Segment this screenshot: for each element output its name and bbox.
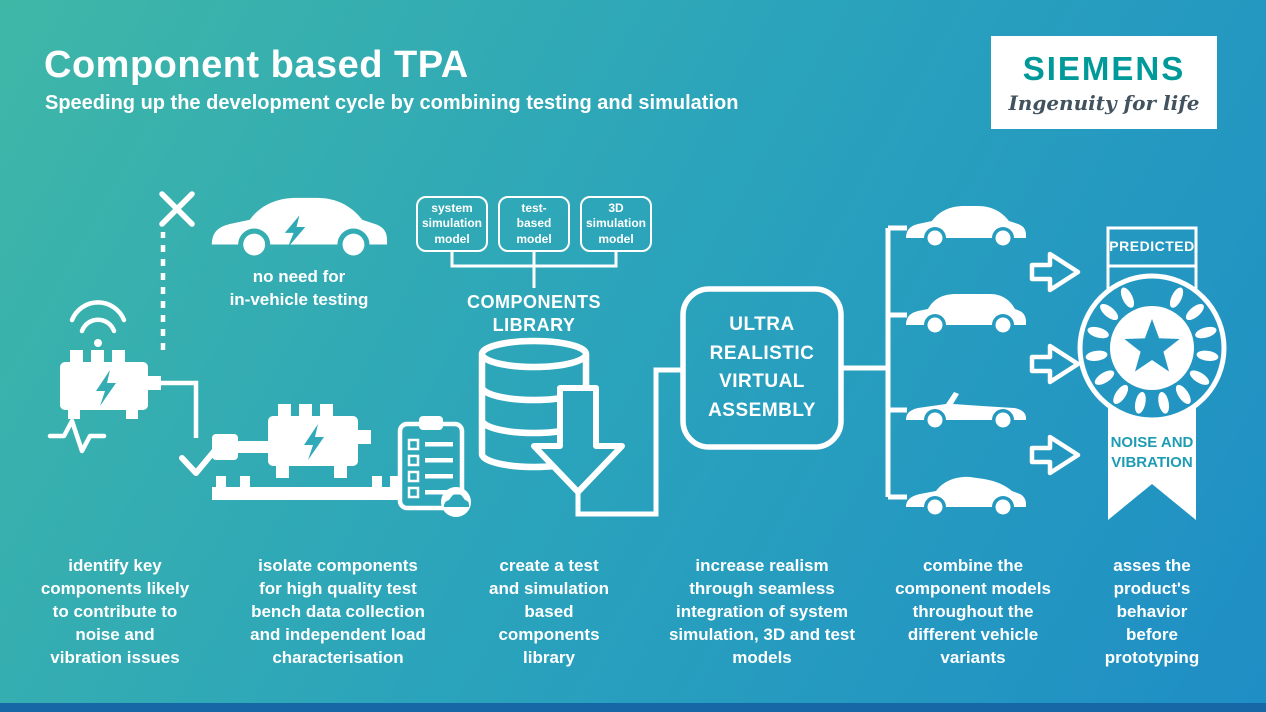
star-icon [1124, 319, 1180, 372]
car-convertible-icon [906, 392, 1026, 428]
model-box-system-simulation: system simulation model [416, 196, 488, 252]
wifi-icon [69, 300, 127, 347]
components-library-label: COMPONENTS LIBRARY [466, 292, 601, 335]
step-caption-isolate: isolate components for high quality test… [250, 556, 426, 668]
library-to-assembly-connector [575, 367, 681, 517]
car-sedan-icon [906, 206, 1026, 246]
no-need-label: no need for in-vehicle testing [229, 267, 369, 309]
right-arrow-icon [1029, 251, 1081, 293]
footer-bar [0, 703, 1266, 712]
engine-to-bench-connector [161, 380, 199, 438]
badge-top-label: PREDICTED [1109, 238, 1195, 254]
siemens-wordmark: SIEMENS [1022, 50, 1186, 87]
award-ribbon [1077, 226, 1227, 520]
library-connectors [450, 252, 618, 288]
right-arrow-icon [1029, 434, 1081, 476]
step-caption-increase: increase realism through seamless integr… [668, 556, 856, 668]
siemens-tagline: Ingenuity for life [1008, 91, 1200, 115]
step-caption-combine: combine the component models throughout … [895, 556, 1051, 668]
right-arrow-icon [1029, 343, 1081, 385]
siemens-logo: SIEMENS Ingenuity for life [991, 36, 1217, 129]
laurel-wreath-icon [1085, 287, 1219, 414]
engine-icon [47, 300, 161, 454]
step-caption-create: create a test and simulation based compo… [489, 556, 609, 668]
down-arrow-icon [531, 385, 625, 495]
assembly-to-variants-connector [841, 225, 907, 500]
step-caption-assess: asses the product's behavior before prot… [1104, 556, 1200, 668]
page-title: Component based TPA [44, 44, 469, 86]
model-box-test-based: test- based model [498, 196, 570, 252]
engine-block [60, 350, 161, 419]
assembly-label: ULTRA REALISTIC VIRTUAL ASSEMBLY [708, 314, 816, 421]
car-icon [211, 197, 388, 256]
car-coupe-icon [906, 476, 1026, 515]
car-suv-icon [906, 294, 1026, 333]
model-box-3d-simulation: 3D simulation model [580, 196, 652, 252]
page-subtitle: Speeding up the development cycle by com… [45, 92, 739, 114]
clipboard-icon [397, 416, 471, 517]
x-mark-icon [159, 191, 195, 227]
test-bench-icon [212, 404, 402, 500]
step-caption-identify: identify key components likely to contri… [40, 556, 190, 668]
badge-bottom-label: NOISE AND VIBRATION [1110, 434, 1194, 471]
waveform-icon [47, 418, 107, 454]
ev-bolt-icon [284, 215, 306, 248]
